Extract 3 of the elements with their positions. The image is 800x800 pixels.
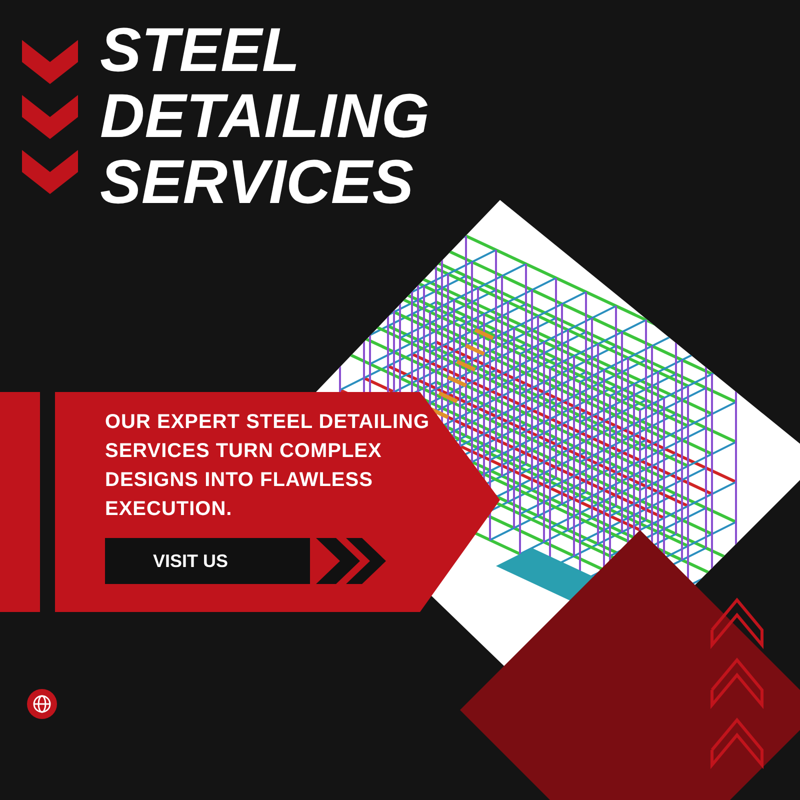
visit-button: VISIT US [105,538,310,584]
tagline: OUR EXPERT STEEL DETAILING SERVICES TURN COMPLEX DESIGNS INTO FLAWLESS EXECUTION. [105,410,431,522]
headline: STEEL DETAILING SERVICES [100,18,430,216]
